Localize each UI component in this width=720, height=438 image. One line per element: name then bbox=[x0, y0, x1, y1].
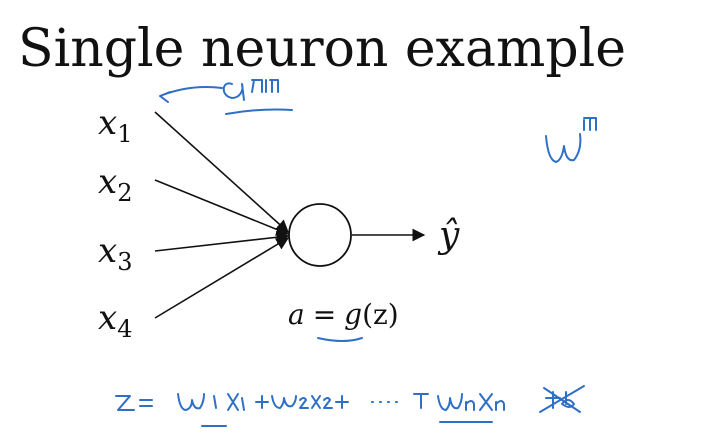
svg-text:x4: x4 bbox=[98, 298, 132, 343]
annotation-a1-superscript bbox=[251, 79, 279, 93]
handwritten-annotations bbox=[115, 79, 597, 427]
annotation-a1-arrow bbox=[159, 86, 223, 103]
edge-x4 bbox=[154, 237, 290, 319]
annotation-plus2 bbox=[335, 395, 349, 409]
annotation-a1-underline bbox=[225, 108, 293, 115]
neuron-node bbox=[288, 203, 352, 267]
svg-text:x1: x1 bbox=[98, 103, 132, 148]
annotation-w1x1 bbox=[177, 393, 245, 411]
slide-title: Single neuron example bbox=[18, 19, 626, 79]
annotation-plus3 bbox=[413, 393, 429, 409]
annotation-plus1 bbox=[255, 395, 269, 409]
input-x1: x1 bbox=[98, 103, 132, 148]
input-x2: x2 bbox=[98, 162, 132, 207]
annotation-w1 bbox=[545, 133, 582, 163]
svg-text:x3: x3 bbox=[98, 231, 132, 276]
input-x3: x3 bbox=[98, 231, 132, 276]
edge-x1 bbox=[154, 111, 289, 233]
input-x4: x4 bbox=[98, 298, 132, 343]
annotation-w2x2 bbox=[271, 395, 333, 409]
edge-x3 bbox=[154, 230, 290, 252]
annotation-z bbox=[115, 395, 135, 411]
activation-equation: a=g(z) bbox=[288, 298, 399, 331]
edge-x2 bbox=[154, 179, 290, 236]
annotation-a1 bbox=[222, 82, 245, 101]
output-yhat: ŷ bbox=[437, 215, 460, 256]
svg-text:x2: x2 bbox=[98, 162, 132, 207]
annotation-equals bbox=[139, 399, 153, 407]
annotation-plus-b-crossed bbox=[539, 385, 585, 413]
annotation-w1-superscript bbox=[583, 117, 597, 131]
annotation-wnxn bbox=[437, 393, 505, 411]
annotation-gz-underline bbox=[317, 337, 363, 342]
